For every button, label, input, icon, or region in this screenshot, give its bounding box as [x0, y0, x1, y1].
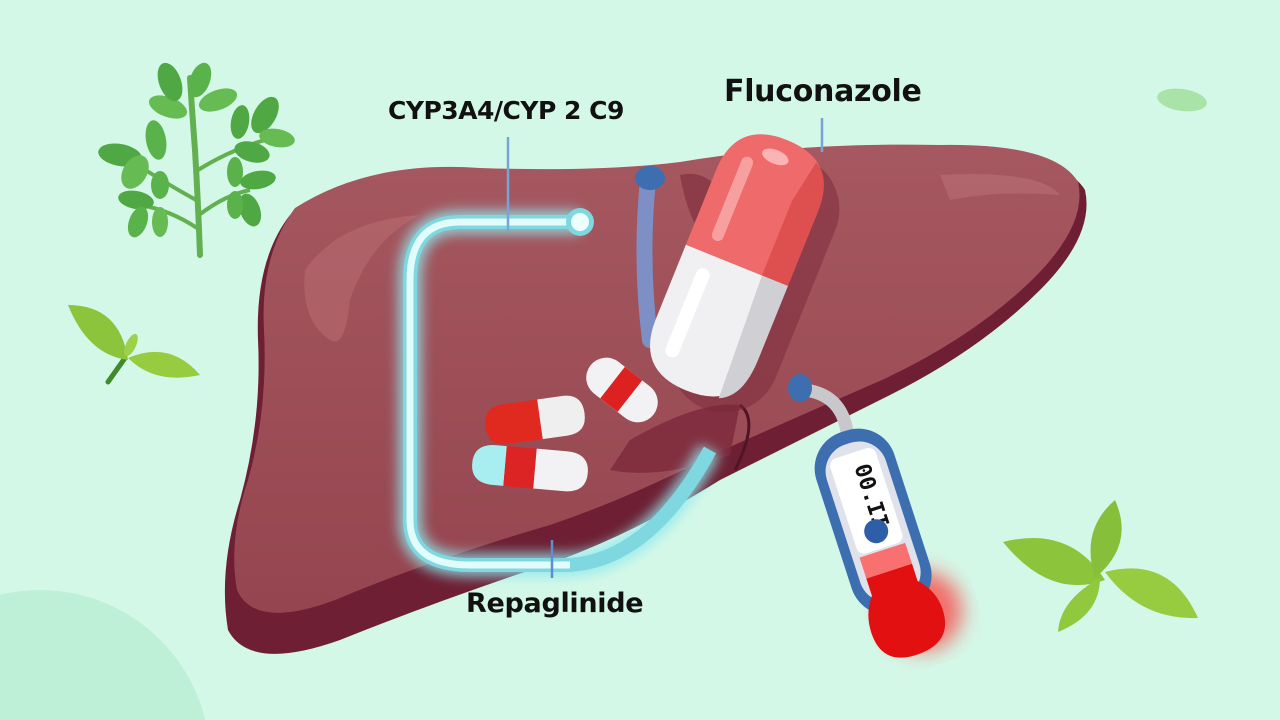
plant-icon	[98, 62, 295, 258]
enzyme-pathway-icon	[398, 208, 721, 577]
capsule-icon	[485, 395, 585, 445]
repaglinide-label: Repaglinide	[466, 588, 644, 619]
small-leaf-icon	[1157, 88, 1207, 112]
enzyme-label: CYP3A4/CYP 2 C9	[388, 96, 624, 125]
background-circle	[0, 590, 206, 720]
glucose-meter-icon: 00.II	[814, 428, 963, 658]
leaf-icon	[68, 305, 200, 385]
fluconazole-label: Fluconazole	[724, 74, 922, 109]
capsule-icon	[586, 357, 658, 423]
leaf-icon	[1003, 500, 1198, 632]
tube-icon	[635, 166, 665, 348]
capsule-icon	[649, 134, 840, 413]
capsule-icon	[472, 445, 588, 492]
